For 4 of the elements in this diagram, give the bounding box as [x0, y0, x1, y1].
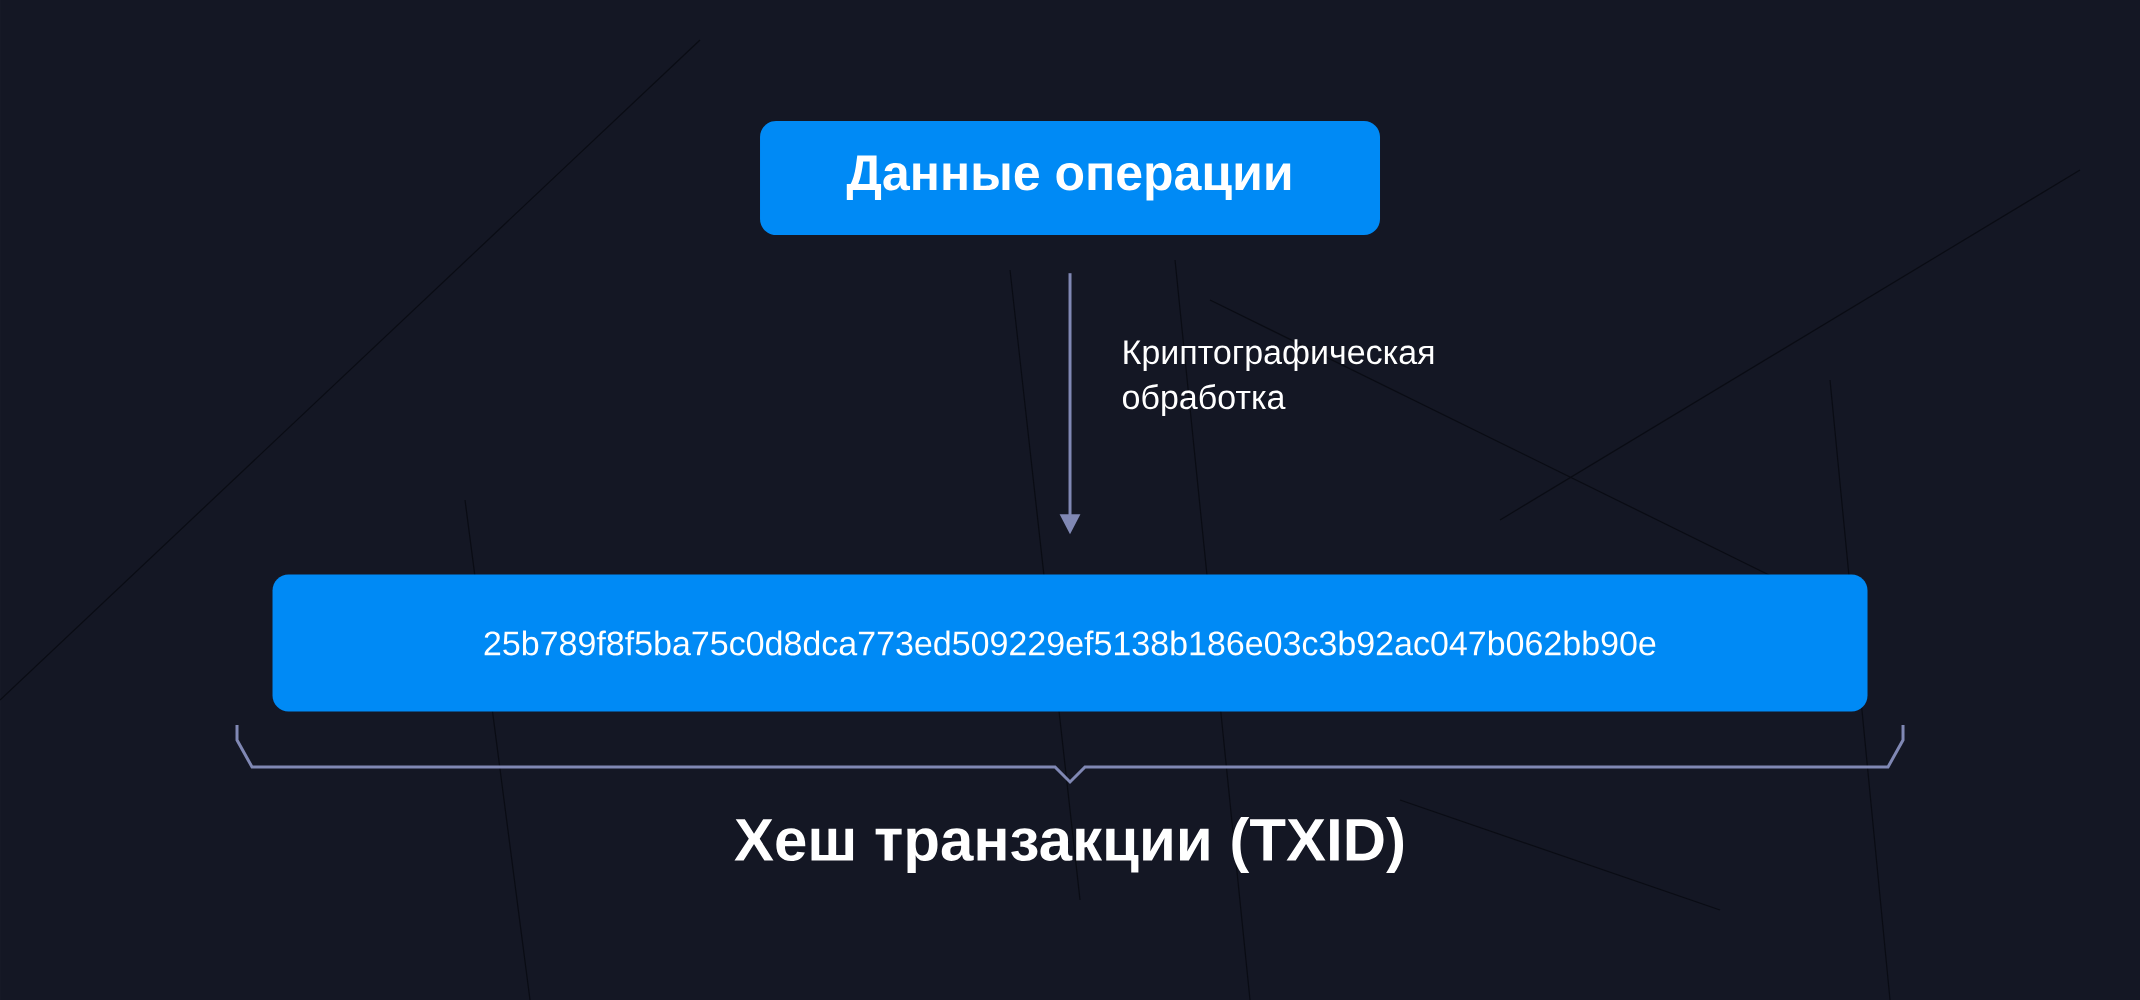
hash-box: 25b789f8f5ba75c0d8dca773ed509229ef5138b186e03c3b92ac047b062bb90e: [272, 574, 1868, 712]
title-box: Данные операции: [760, 121, 1380, 235]
caption-text: Хеш транзакции (TXID): [734, 817, 1404, 873]
edge-label: Криптографическая обработка: [1123, 339, 1434, 416]
